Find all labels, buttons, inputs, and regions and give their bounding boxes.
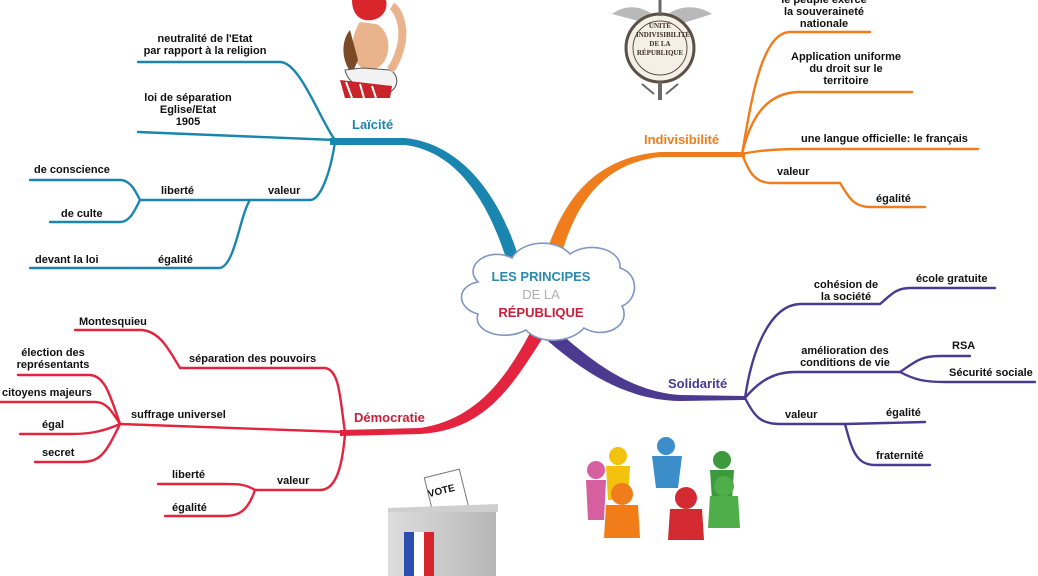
laicite-loi: loi de séparation Eglise/Etat 1905 xyxy=(144,92,232,128)
branch-laicite xyxy=(330,138,520,264)
laicite-neutralite: neutralité de l'Etat par rapport à la re… xyxy=(143,33,267,57)
solidarite-title: Solidarité xyxy=(668,376,728,391)
indivisibilite-valeur: valeur xyxy=(777,166,810,178)
branch-indivisibilite xyxy=(542,152,745,268)
seal-text: UNITÉ INDIVISIBILITÉ DE LA RÉPUBLIQUE xyxy=(636,22,691,57)
solidarite-egalite: égalité xyxy=(886,407,921,419)
laicite-conscience: de conscience xyxy=(34,164,110,176)
indivisibilite-application: Application uniforme du droit sur le ter… xyxy=(791,51,901,87)
center-line-2: DE LA xyxy=(522,287,560,302)
solidarite-ecole: école gratuite xyxy=(916,273,988,285)
democratie-egalite: égalité xyxy=(172,502,207,514)
republic-seal-image xyxy=(612,0,712,100)
laicite-devant-loi: devant la loi xyxy=(35,254,99,266)
indivisibilite-title: Indivisibilité xyxy=(644,132,720,147)
indivisibilite-lines xyxy=(740,30,980,209)
branch-solidarite xyxy=(540,326,745,401)
laicite-egalite: égalité xyxy=(158,254,193,266)
democratie-lines xyxy=(0,328,347,518)
solidarite-valeur: valeur xyxy=(785,409,818,421)
laicite-culte: de culte xyxy=(61,208,103,220)
center-line-3: RÉPUBLIQUE xyxy=(498,305,584,320)
democratie-montesquieu: Montesquieu xyxy=(79,316,147,328)
solidarite-securite: Sécurité sociale xyxy=(949,367,1033,379)
democratie-suffrage: suffrage universel xyxy=(131,409,226,421)
democratie-egal: égal xyxy=(42,419,65,431)
democratie-liberte: liberté xyxy=(172,469,206,481)
solidarite-lines xyxy=(743,286,1037,467)
solidarite-fraternite: fraternité xyxy=(876,450,924,462)
laicite-lines xyxy=(28,60,337,270)
indivisibilite-egalite: égalité xyxy=(876,193,911,205)
center-cloud xyxy=(460,242,636,341)
democratie-valeur: valeur xyxy=(277,475,310,487)
indivisibilite-langue: une langue officielle: le français xyxy=(801,133,968,145)
solidarite-rsa: RSA xyxy=(952,340,976,352)
marianne-image xyxy=(338,0,428,99)
solidarite-amelioration: amélioration des conditions de vie xyxy=(800,345,890,369)
laicite-valeur: valeur xyxy=(268,185,301,197)
solidarite-cohesion: cohésion de la société xyxy=(813,279,879,303)
laicite-title: Laïcité xyxy=(352,117,394,132)
people-circle-image xyxy=(586,437,740,540)
center-line-1: LES PRINCIPES xyxy=(491,269,591,284)
indivisibilite-souverainete: le peuple exerce la souveraineté nationa… xyxy=(781,0,867,30)
laicite-liberte: liberté xyxy=(161,185,195,197)
democratie-election: élection des représentants xyxy=(16,347,90,371)
democratie-title: Démocratie xyxy=(354,410,425,425)
center-title: LES PRINCIPES DE LA RÉPUBLIQUE xyxy=(466,268,616,322)
ballot-box-image xyxy=(388,468,498,576)
branch-democratie xyxy=(340,333,544,436)
democratie-separation: séparation des pouvoirs xyxy=(189,353,317,365)
democratie-citoyens: citoyens majeurs xyxy=(2,387,92,399)
democratie-secret: secret xyxy=(42,447,75,459)
